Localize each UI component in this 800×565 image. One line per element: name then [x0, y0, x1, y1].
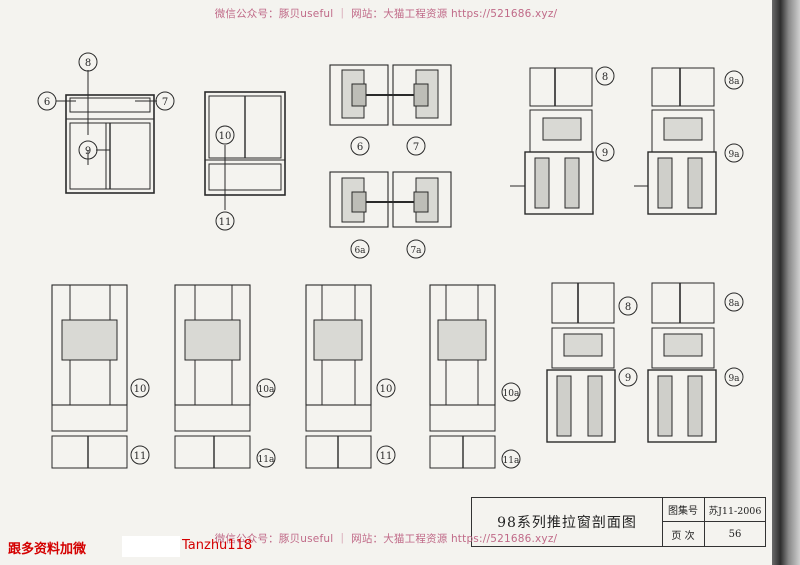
callout-6: 6 — [44, 97, 50, 108]
section-6-7 — [329, 64, 452, 126]
callout-9a-lower: 9a — [728, 374, 740, 384]
section-10-11-b — [305, 284, 372, 469]
atlas-number-value: 苏J11-2006 — [705, 498, 765, 522]
window-elevation-b — [204, 91, 286, 210]
callout-10a-bottom-b: 10a — [503, 389, 520, 399]
promo-mask — [122, 536, 180, 557]
callout-6-circle — [37, 91, 57, 111]
page-number-value: 56 — [728, 528, 742, 540]
callout-10-circle — [215, 125, 235, 145]
section-8-9-upper — [510, 67, 594, 215]
atlas-number-label: 图集号 — [662, 498, 705, 522]
callout-10: 10 — [219, 131, 232, 142]
callout-11a-bottom-a: 11a — [258, 455, 275, 465]
callout-8-lower: 8 — [625, 302, 631, 313]
section-10-11-a — [51, 284, 128, 469]
callout-11-bottom-b: 11 — [380, 451, 393, 462]
callout-8a-lower: 8a — [728, 299, 740, 309]
callout-11a-bottom-b: 11a — [503, 456, 520, 466]
callout-9-upper: 9 — [602, 148, 608, 159]
callout-6-section: 6 — [357, 142, 363, 153]
callout-8-circle — [78, 52, 98, 72]
page-number-label: 页 次 — [662, 522, 705, 546]
callout-7: 7 — [162, 97, 168, 108]
watermark-top: 微信公众号：豚贝useful ｜ 网站：大猫工程资源 https://52168… — [214, 8, 558, 20]
title-block: 98系列推拉窗剖面图 图集号 苏J11-2006 页 次 56 — [471, 497, 766, 547]
section-10a-11a-b — [429, 284, 496, 469]
section-drawings: 8 6 7 9 10 11 6 7 6a 7a — [37, 52, 744, 469]
drawing-title: 98系列推拉窗剖面图 — [472, 498, 663, 546]
section-6a-7a — [329, 171, 452, 228]
callout-8-upper: 8 — [602, 72, 608, 83]
section-8a-9a-upper — [634, 67, 717, 215]
callout-10-bottom-a: 10 — [134, 384, 147, 395]
callout-9-circle — [78, 140, 98, 160]
callout-11-circle — [215, 211, 235, 231]
callout-10-bottom-b: 10 — [380, 384, 393, 395]
callout-8a-upper: 8a — [728, 77, 740, 87]
callout-7a: 7a — [410, 246, 422, 256]
promo-text-left: 跟多资料加微 — [8, 542, 87, 557]
callout-7-section: 7 — [413, 142, 419, 153]
watermark-bottom: 微信公众号：豚贝useful ｜ 网站：大猫工程资源 https://52168… — [214, 533, 558, 545]
callout-9: 9 — [85, 146, 91, 157]
callout-8: 8 — [85, 58, 91, 69]
section-8a-9a-lower — [647, 282, 717, 443]
section-10a-11a-a — [174, 284, 251, 469]
section-8-9-lower — [546, 282, 616, 443]
callout-11: 11 — [219, 217, 232, 228]
callout-11-bottom-a: 11 — [134, 451, 147, 462]
window-elevation-a — [56, 70, 157, 194]
callout-10a-bottom-a: 10a — [258, 385, 275, 395]
callout-7-circle — [155, 91, 175, 111]
callout-9a-upper: 9a — [728, 150, 740, 160]
promo-text-right: Tanzhu118 — [182, 538, 253, 553]
book-binding — [772, 0, 800, 565]
callout-9-lower: 9 — [625, 373, 631, 384]
callout-6a: 6a — [354, 246, 366, 256]
